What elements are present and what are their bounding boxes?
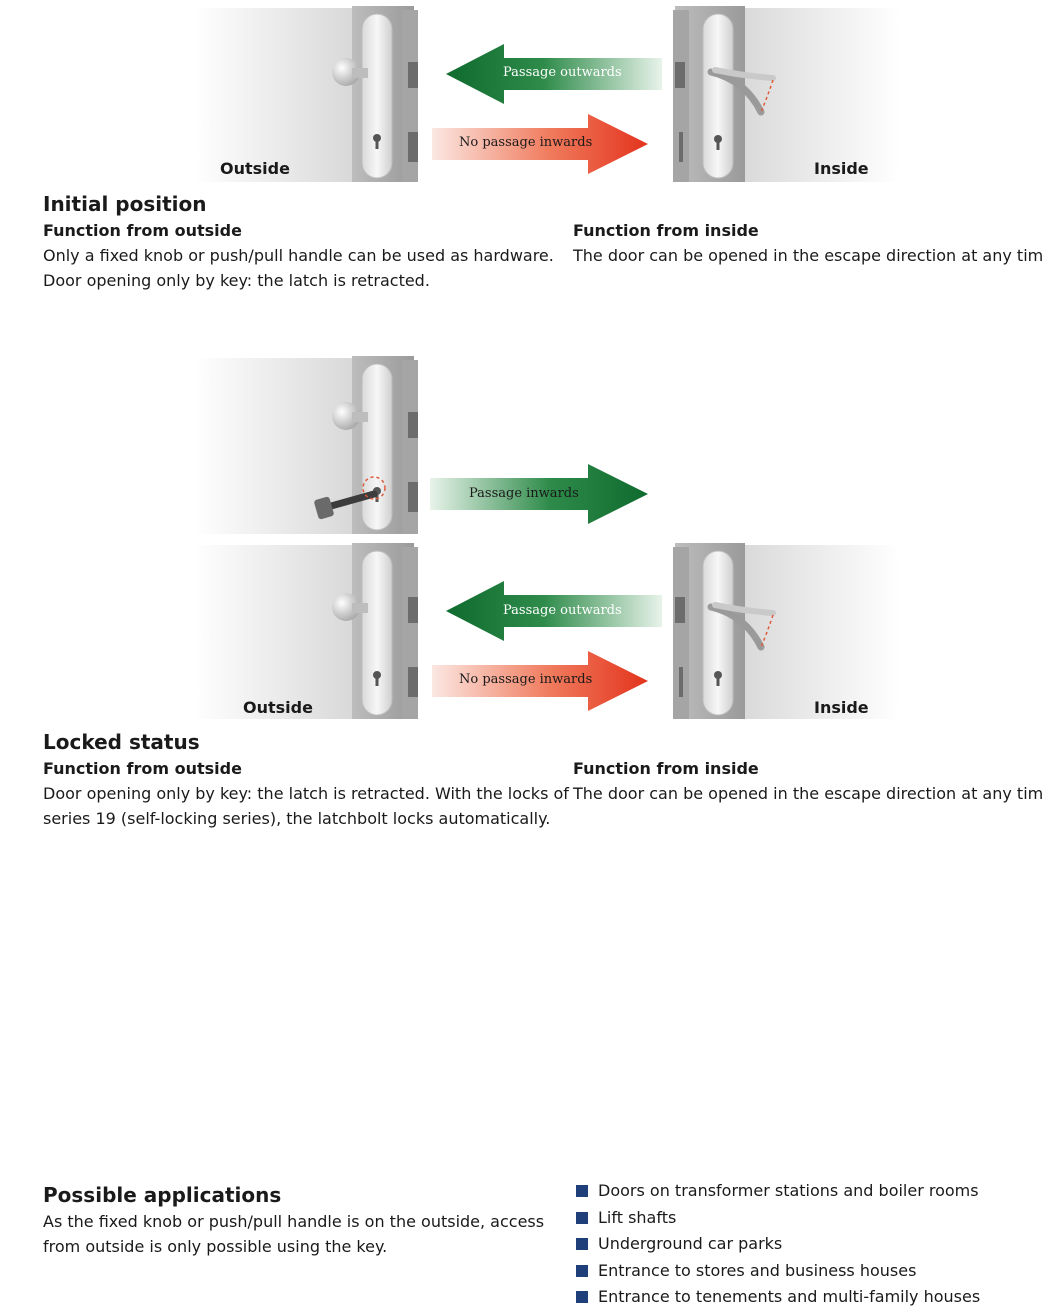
locked-outside-line-1: Door opening only by key: the latch is r… [43,784,569,803]
bullet-square-icon [576,1264,588,1277]
arrow-passage-outwards-lower [446,581,662,641]
inside-label: Inside [814,159,869,178]
locked-status-heading: Locked status [43,730,200,754]
bullet-square-icon [576,1211,588,1224]
inside-door-lower [673,543,776,719]
applications-list: Doors on transformer stations and boiler… [572,1178,980,1311]
initial-inside-line-1: The door can be opened in the escape dir… [573,246,1044,265]
fixed-knob-icon [332,593,360,621]
locked-inside-title: Function from inside [573,759,759,778]
outside-door-lower [332,543,418,719]
bullet-square-icon [576,1238,588,1250]
lever-handle-icon [707,603,765,651]
outside-wall-upper [193,358,362,534]
list-item: Doors on transformer stations and boiler… [572,1178,980,1205]
arrow-label-passage-inwards: Passage inwards [469,486,579,501]
locked-status-illustration: Passage outwards No passage inwards Outs… [190,543,905,721]
applications-line-2: from outside is only possible using the … [43,1237,388,1256]
locked-outside-title: Function from outside [43,759,242,778]
initial-position-illustration: Passage outwards No passage inwards Outs… [190,6,905,184]
applications-heading: Possible applications [43,1183,282,1207]
initial-inside-title: Function from inside [573,221,759,240]
lever-handle-icon [707,68,765,116]
list-item: Entrance to tenements and multi-family h… [572,1284,980,1311]
arrow-label-no-passage-inwards-lower: No passage inwards [459,672,593,687]
applications-line-1: As the fixed knob or push/pull handle is… [43,1212,545,1231]
bullet-square-icon [576,1185,588,1197]
locked-inside-line-1: The door can be opened in the escape dir… [573,784,1044,803]
arrow-passage-inwards [430,464,648,524]
list-item: Entrance to stores and business houses [572,1258,980,1285]
arrow-label-passage-outwards-lower: Passage outwards [503,603,622,618]
locked-key-svg [193,356,648,534]
inside-door [673,6,776,182]
arrow-passage-outwards [446,44,662,104]
key-icon [314,476,386,520]
outside-wall [193,8,362,182]
outside-label: Outside [220,159,290,178]
arrow-label-passage-outwards: Passage outwards [503,65,622,80]
outside-wall-lower [193,545,362,719]
locked-status-svg [193,543,900,719]
arrow-no-passage-inwards-lower [432,651,648,711]
initial-outside-title: Function from outside [43,221,242,240]
list-item: Lift shafts [572,1205,980,1232]
list-item: Underground car parks [572,1231,980,1258]
initial-position-heading: Initial position [43,192,207,216]
bullet-square-icon [576,1291,588,1303]
fixed-knob-icon [332,58,360,86]
initial-position-svg [193,6,900,182]
initial-outside-line-2: Door opening only by key: the latch is r… [43,271,430,290]
arrow-label-no-passage-inwards: No passage inwards [459,135,593,150]
inside-wall [730,8,900,182]
locked-key-illustration: Passage inwards [190,356,660,536]
initial-outside-line-1: Only a fixed knob or push/pull handle ca… [43,246,554,265]
inside-wall-lower [730,545,900,719]
outside-door [332,6,418,182]
outside-label-lower: Outside [243,698,313,717]
locked-outside-line-2: series 19 (self-locking series), the lat… [43,809,551,828]
inside-label-lower: Inside [814,698,869,717]
fixed-knob-icon [332,402,360,430]
arrow-no-passage-inwards [432,114,648,174]
outside-door-upper [314,356,418,534]
